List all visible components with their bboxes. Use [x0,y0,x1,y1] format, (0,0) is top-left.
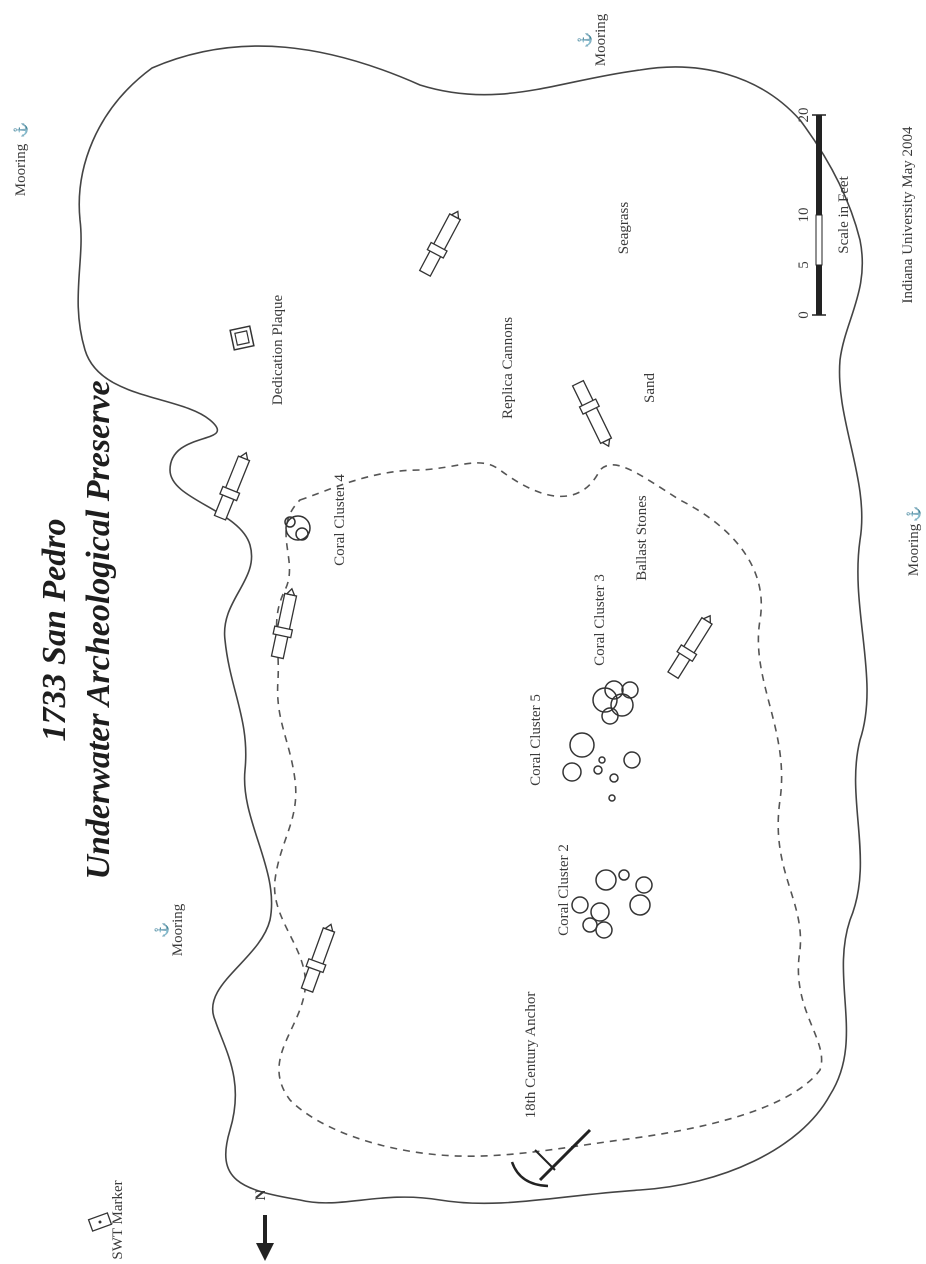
scale-tick-10: 10 [796,208,812,223]
cannon-icon [418,210,462,277]
mooring-icon: ⚓ [577,32,592,48]
coral-cluster-5 [562,732,641,802]
cannon-icon [213,451,251,521]
mooring-w: Mooring ⚓ [154,903,186,956]
scale-label: Scale in Feet [836,175,852,253]
marker-icon [87,1212,113,1232]
svg-text:Mooring: Mooring [13,143,29,196]
svg-text:Mooring: Mooring [906,523,922,576]
coral-cluster-2-label: Coral Cluster 2 [556,844,572,936]
mooring-ne: Mooring ⚓ [577,13,609,66]
map-title: 1733 San Pedro Underwater Archeological … [36,380,117,879]
title-line-2: Underwater Archeological Preserve [80,380,117,879]
svg-text:Mooring: Mooring [593,13,609,66]
anchor-label: 18th Century Anchor [523,992,539,1119]
coral-cluster-4 [284,515,311,541]
scale-tick-0: 0 [796,311,812,319]
coral-cluster-3-label: Coral Cluster 3 [592,574,608,666]
cannon-icon [571,379,613,448]
scale-tick-20: 20 [796,108,812,123]
north-arrow: N [253,1189,274,1261]
ballast-stones-label: Ballast Stones [634,495,650,581]
mooring-icon: ⚓ [154,922,169,938]
arrow-down-icon [256,1215,274,1261]
anchor-icon [510,1128,592,1188]
coral-cluster-3 [592,680,639,725]
ballast-boundary [273,462,823,1157]
credit: Indiana University May 2004 [900,126,916,304]
coral-cluster-4-label: Coral Cluster 4 [332,474,348,566]
sand-label: Sand [642,373,658,404]
site-outline [77,45,868,1205]
svg-text:Mooring: Mooring [170,903,186,956]
replica-cannons-label: Replica Cannons [500,317,516,419]
mooring-icon: ⚓ [13,122,28,138]
cannon-icon [300,923,336,993]
mooring-icon: ⚓ [906,506,921,522]
cannon-icon [667,614,713,680]
dedication-plaque-label: Dedication Plaque [270,294,286,405]
swt-marker-label: SWT Marker [110,1180,126,1259]
scale-bar: 0 5 10 20 Scale in Feet [796,108,852,319]
seagrass-label: Seagrass [616,202,632,255]
plaque-icon [229,325,255,351]
mooring-nw: Mooring ⚓ [13,122,29,196]
coral-cluster-2 [571,869,653,939]
coral-cluster-5-label: Coral Cluster 5 [528,694,544,786]
mooring-se: Mooring ⚓ [906,506,922,576]
title-line-1: 1733 San Pedro [36,519,73,742]
north-label: N [253,1189,269,1200]
scale-tick-5: 5 [796,261,812,269]
cannon-icon [270,587,298,660]
